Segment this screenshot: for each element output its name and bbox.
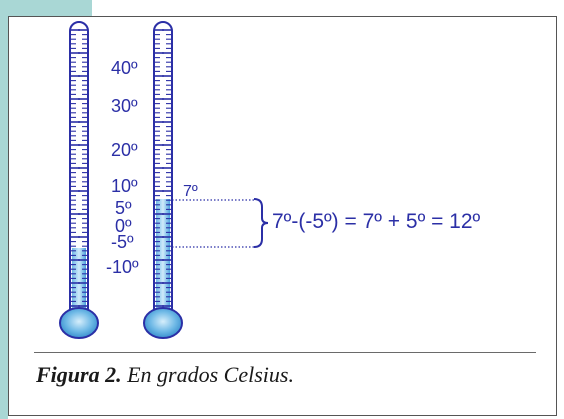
left-stripe (0, 18, 8, 419)
difference-brace (253, 198, 269, 248)
caption-label: Figura 2. (36, 362, 128, 387)
caption-divider (34, 352, 536, 353)
scale-label: 10º (111, 176, 138, 196)
left-thermometer-mercury (72, 248, 86, 320)
figure-caption: Figura 2. En grados Celsius. (36, 362, 294, 388)
difference-equation: 7º-(-5º) = 7º + 5º = 12º (272, 210, 481, 233)
scale-label: 0º (115, 216, 132, 236)
scale-label: 5º (115, 198, 132, 218)
scale-label: -5º (111, 232, 134, 252)
corner-tab (0, 0, 92, 18)
marker-label: 7º (183, 183, 198, 200)
scale-label: -10º (106, 257, 139, 277)
left-thermometer (59, 21, 99, 339)
figure-panel (8, 16, 557, 416)
scale-label: 20º (111, 140, 138, 160)
right-thermometer (143, 21, 183, 339)
right-thermometer-ticks (155, 29, 171, 307)
left-thermometer-ticks (71, 29, 87, 307)
right-thermometer-bulb (143, 307, 183, 339)
scale-label: 30º (111, 96, 138, 116)
scale-label: 40º (111, 58, 138, 78)
left-thermometer-bulb (59, 307, 99, 339)
caption-text: En grados Celsius. (127, 362, 294, 387)
